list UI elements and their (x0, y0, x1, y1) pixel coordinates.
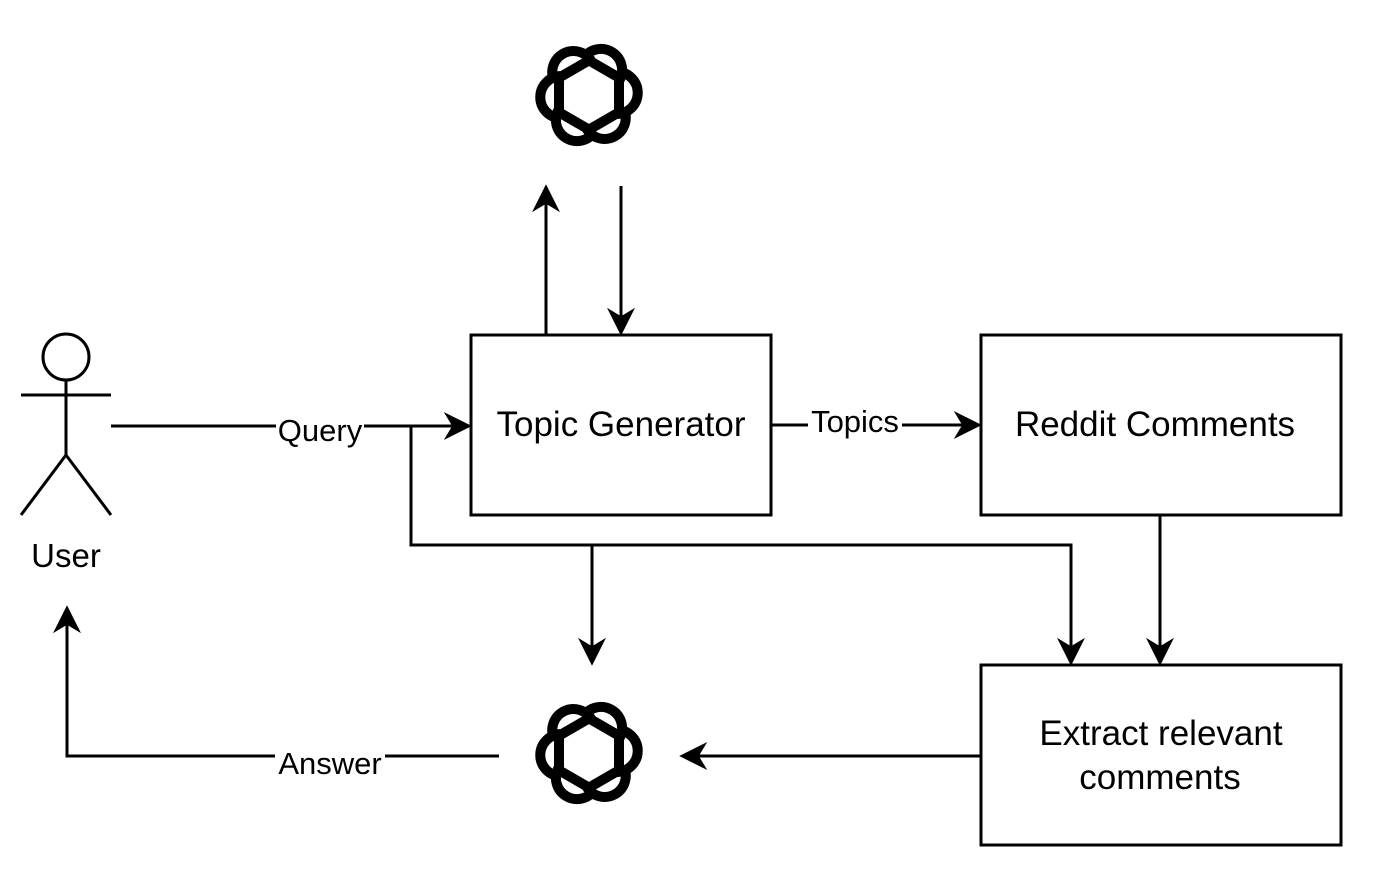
user-actor-icon (19, 332, 113, 516)
reddit-comments-label: Reddit Comments (1015, 405, 1295, 444)
extract-comments-label-line1: Extract relevant (1039, 714, 1282, 753)
llm-logo-bottom-icon (533, 701, 646, 804)
query-label-bg (276, 412, 364, 446)
user-label: User (31, 537, 101, 574)
query-branch-edge (409, 426, 1085, 666)
answer-label: Answer (278, 746, 381, 781)
topics-label: Topics (811, 404, 899, 439)
extract-comments-box (979, 663, 1343, 847)
topic-generator-label: Topic Generator (496, 405, 745, 444)
answer-label-bg (275, 742, 385, 776)
answer-edge (53, 605, 499, 758)
query-label: Query (278, 413, 363, 448)
extract-comments-label-line2: comments (1079, 758, 1240, 797)
reddit-comments-box (979, 333, 1343, 517)
topics-label-bg (808, 404, 902, 438)
llm-logo-top-icon (533, 43, 646, 146)
